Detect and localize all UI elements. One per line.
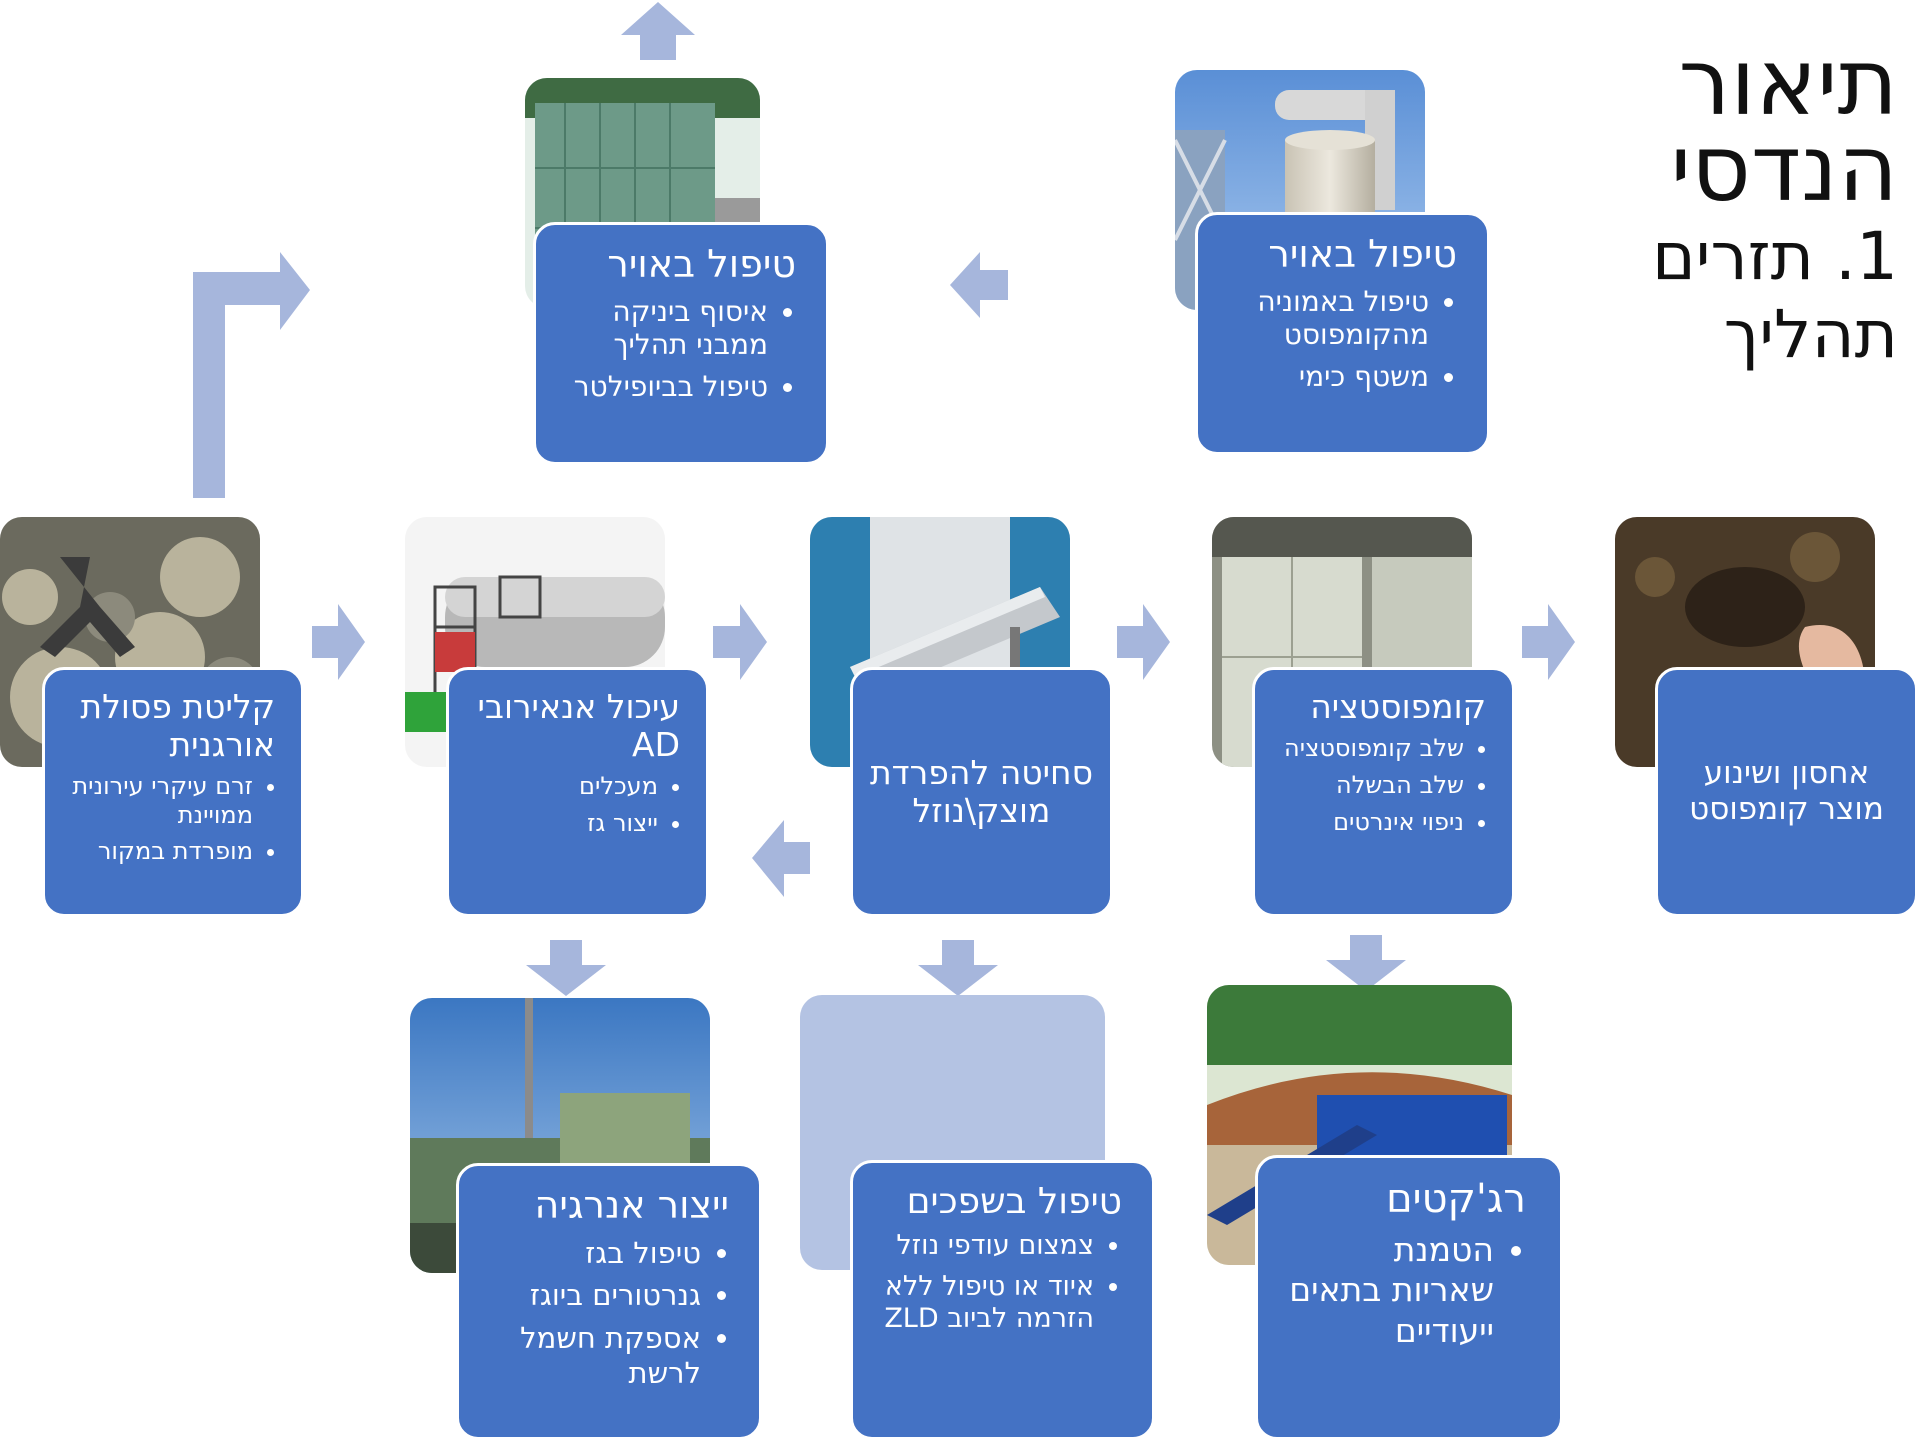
rejects-box: רג'קטים הטמנת שאריות בתאים ייעודיים: [1255, 1155, 1563, 1440]
anaerobic-digestion-box: עיכול אנאירובי AD מעכלים ייצור גז: [446, 667, 709, 917]
arrow-right-2: [713, 604, 767, 680]
composting-box: קומפוסטציה שלב קומפוסטציה שלב הבשלה ניפו…: [1252, 667, 1515, 917]
list-item: מופרדת במקור: [67, 837, 253, 866]
arrow-right-3: [1117, 604, 1170, 680]
list-item: טיפול בגז: [489, 1236, 701, 1271]
storage-box: אחסון ושינוע מוצר קומפוסט: [1655, 667, 1918, 917]
wastewater-treatment-title: טיפול בשפכים: [906, 1181, 1122, 1222]
arrow-right-4: [1522, 604, 1575, 680]
title-line-2: הנדסי: [1670, 115, 1898, 222]
rejects-title: רג'קטים: [1386, 1176, 1526, 1222]
list-item: איסוף ביניקה ממבני תהליך: [566, 295, 768, 362]
arrow-down-compost: [1326, 935, 1406, 991]
list-item: שלב קומפוסטציה: [1277, 734, 1464, 763]
list-item: משטף כימי: [1228, 360, 1429, 394]
air-treatment-ammonia-title: טיפול באויר: [1268, 232, 1457, 276]
air-treatment-biofilter-box: טיפול באויר איסוף ביניקה ממבני תהליך טיפ…: [533, 222, 829, 465]
list-item: גנרטורים ביוגז: [489, 1278, 701, 1313]
arrow-elbow-up-right: [193, 252, 310, 498]
list-item: ניפוי אינרטים: [1277, 808, 1464, 837]
title-line-1: תיאור: [1678, 29, 1898, 136]
list-item: טיפול באמוניה מהקומפוסט: [1228, 285, 1429, 352]
list-item: הטמנת שאריות בתאים ייעודיים: [1288, 1230, 1494, 1351]
list-item: זרם עיקרי עירונית ממויינת: [67, 772, 253, 830]
list-item: טיפול בביופילטר: [566, 370, 768, 404]
title-line-3: 1. תזרים: [1652, 218, 1898, 295]
arrow-left-air: [950, 252, 1008, 318]
reception-box: קליטת פסולת אורגנית זרם עיקרי עירונית ממ…: [42, 667, 304, 917]
slide-title: תיאור הנדסי 1. תזרים תהליך: [1478, 29, 1898, 373]
composting-title: קומפוסטציה: [1310, 687, 1486, 726]
anaerobic-digestion-title: עיכול אנאירובי AD: [477, 687, 680, 764]
storage-title: אחסון ושינוע מוצר קומפוסט: [1689, 755, 1884, 827]
arrow-right-1: [312, 604, 365, 680]
reception-title: קליטת פסולת אורגנית: [80, 687, 275, 764]
energy-production-title: ייצור אנרגיה: [534, 1183, 729, 1227]
list-item: ייצור גז: [471, 809, 658, 838]
arrow-left-mid: [752, 820, 810, 897]
arrow-down-ad: [526, 940, 606, 996]
air-treatment-biofilter-title: טיפול באויר: [607, 242, 796, 286]
energy-production-box: ייצור אנרגיה טיפול בגז גנרטורים ביוגז אס…: [456, 1163, 762, 1440]
list-item: איוד או טיפול ללא הזרמה לביוב ZLD: [883, 1271, 1094, 1336]
arrow-up-top: [621, 2, 695, 60]
arrow-down-squeeze: [918, 940, 998, 996]
title-line-4: תהליך: [1723, 296, 1898, 373]
list-item: אספקת חשמל לרשת: [489, 1321, 701, 1391]
list-item: שלב הבשלה: [1277, 771, 1464, 800]
wastewater-treatment-box: טיפול בשפכים צמצום עודפי נוזל איוד או טי…: [850, 1160, 1155, 1440]
air-treatment-ammonia-box: טיפול באויר טיפול באמוניה מהקומפוסט משטף…: [1195, 212, 1490, 455]
list-item: מעכלים: [471, 772, 658, 801]
squeeze-separation-box: סחיטה להפרדת מוצק\נוזל: [850, 667, 1113, 917]
list-item: צמצום עודפי נוזל: [883, 1230, 1094, 1262]
squeeze-separation-title: סחיטה להפרדת מוצק\נוזל: [869, 753, 1094, 830]
